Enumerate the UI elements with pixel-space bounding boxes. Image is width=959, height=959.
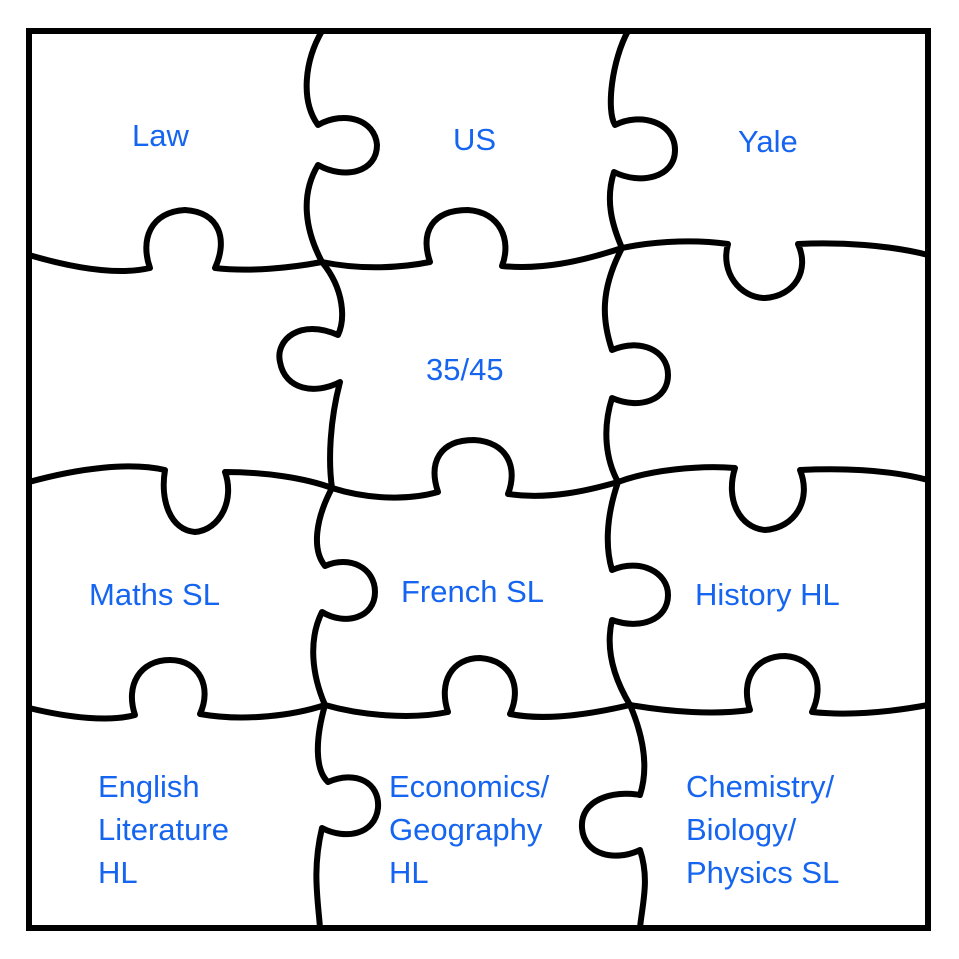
piece-sciences-line-3: Physics SL (686, 855, 840, 890)
piece-yale-label: Yale (738, 120, 798, 163)
seam-row-2-middle (329, 437, 621, 501)
piece-english-line-2: Literature (98, 812, 229, 847)
seam-row-1-middle (319, 207, 625, 271)
piece-english-line-3: HL (98, 855, 138, 890)
seam-row-3-middle (322, 655, 633, 720)
piece-history-label: History HL (695, 573, 840, 616)
piece-sciences-label: Chemistry/ Biology/ Physics SL (686, 765, 839, 894)
seam-col-1-bottom (313, 702, 382, 931)
piece-score-label: 35/45 (426, 348, 504, 391)
piece-maths-line-1: Maths SL (89, 577, 220, 612)
seam-col-1-top (303, 28, 380, 265)
piece-economics-line-2: Geography (389, 812, 543, 847)
seam-col-1-upper-mid (276, 259, 346, 491)
piece-yale-line-1: Yale (738, 124, 798, 159)
piece-economics-line-1: Economics/ (389, 769, 550, 804)
seam-col-2-upper-mid (601, 245, 671, 485)
piece-us-line-1: US (453, 122, 497, 157)
seam-col-2-top (606, 28, 678, 251)
piece-english-line-1: English (98, 769, 200, 804)
piece-score-line-1: 35/45 (426, 352, 504, 387)
seam-row-3-right (627, 653, 931, 717)
seam-col-2-lower-mid (604, 479, 671, 708)
puzzle-frame (26, 28, 931, 931)
piece-law-label: Law (132, 114, 189, 157)
piece-maths-label: Maths SL (89, 573, 220, 616)
piece-sciences-line-2: Biology/ (686, 812, 797, 847)
piece-history-line-1: History HL (695, 577, 840, 612)
seam-row-2-left (26, 463, 335, 535)
seam-row-1-right (619, 238, 931, 301)
piece-french-label: French SL (401, 570, 544, 613)
piece-economics-label: Economics/ Geography HL (389, 765, 549, 894)
piece-economics-line-3: HL (389, 855, 429, 890)
piece-law-line-1: Law (132, 118, 189, 153)
seam-col-2-bottom (578, 702, 648, 931)
piece-sciences-line-1: Chemistry/ (686, 769, 835, 804)
seam-row-3-left (26, 657, 328, 722)
seam-col-1-lower-mid (310, 485, 378, 708)
seam-row-2-right (615, 464, 931, 533)
seam-row-1-left (26, 207, 325, 275)
piece-english-label: English Literature HL (98, 765, 229, 894)
piece-french-line-1: French SL (401, 574, 545, 609)
piece-us-label: US (453, 118, 496, 161)
